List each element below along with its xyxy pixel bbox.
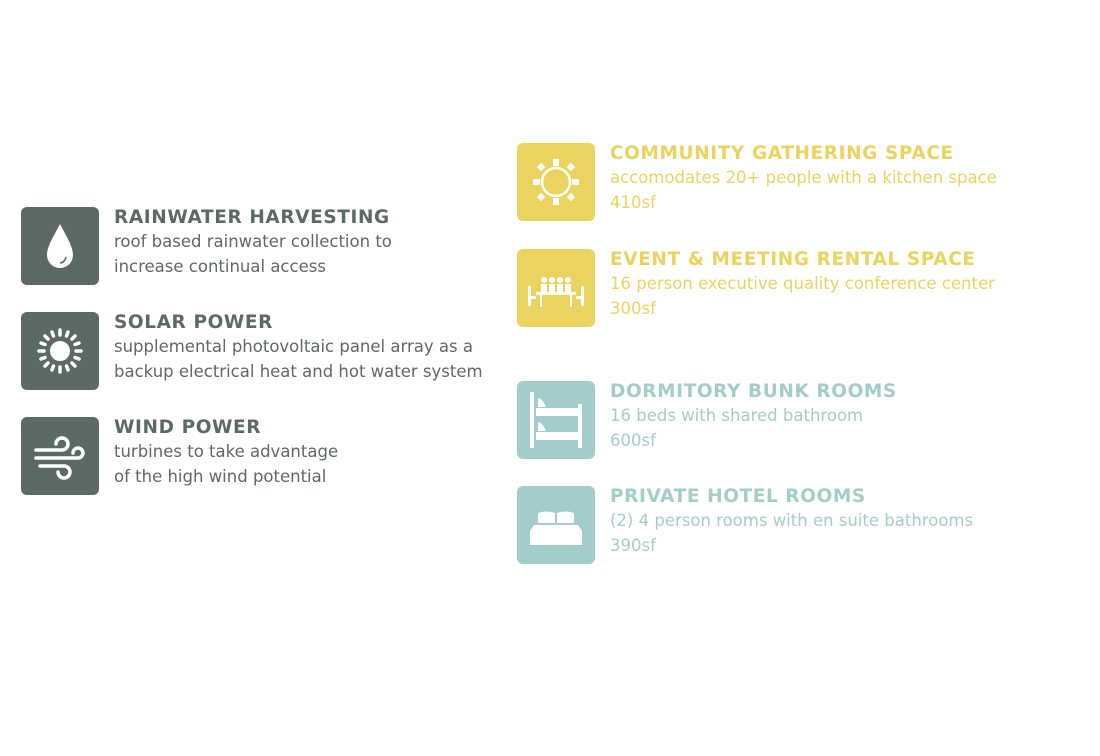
feature-title: SOLAR POWER <box>114 312 274 333</box>
space-title: PRIVATE HOTEL ROOMS <box>610 486 866 507</box>
space-description: 16 beds with shared bathroom <box>610 406 864 425</box>
bunk-bed-icon <box>517 381 595 459</box>
space-area: 300sf <box>610 299 656 318</box>
space-description: 16 person executive quality conference c… <box>610 274 995 293</box>
space-description: (2) 4 person rooms with en suite bathroo… <box>610 511 974 530</box>
conference-table-icon <box>517 249 595 327</box>
space-area: 600sf <box>610 431 656 450</box>
feature-description: turbines to take advantage <box>114 442 339 461</box>
sun-icon <box>21 312 99 390</box>
space-title: COMMUNITY GATHERING SPACE <box>610 143 954 164</box>
feature-description: backup electrical heat and hot water sys… <box>114 362 483 381</box>
wind-icon <box>21 417 99 495</box>
double-bed-icon <box>517 486 595 564</box>
water-drop-icon <box>21 207 99 285</box>
space-area: 410sf <box>610 193 656 212</box>
feature-title: RAINWATER HARVESTING <box>114 207 390 228</box>
feature-description: supplemental photovoltaic panel array as… <box>114 337 473 356</box>
feature-description: of the high wind potential <box>114 467 327 486</box>
round-table-icon <box>517 143 595 221</box>
feature-description: increase continual access <box>114 257 326 276</box>
space-title: EVENT & MEETING RENTAL SPACE <box>610 249 976 270</box>
feature-description: roof based rainwater collection to <box>114 232 392 251</box>
space-description: accomodates 20+ people with a kitchen sp… <box>610 168 997 187</box>
space-area: 390sf <box>610 536 656 555</box>
space-title: DORMITORY BUNK ROOMS <box>610 381 897 402</box>
feature-title: WIND POWER <box>114 417 262 438</box>
